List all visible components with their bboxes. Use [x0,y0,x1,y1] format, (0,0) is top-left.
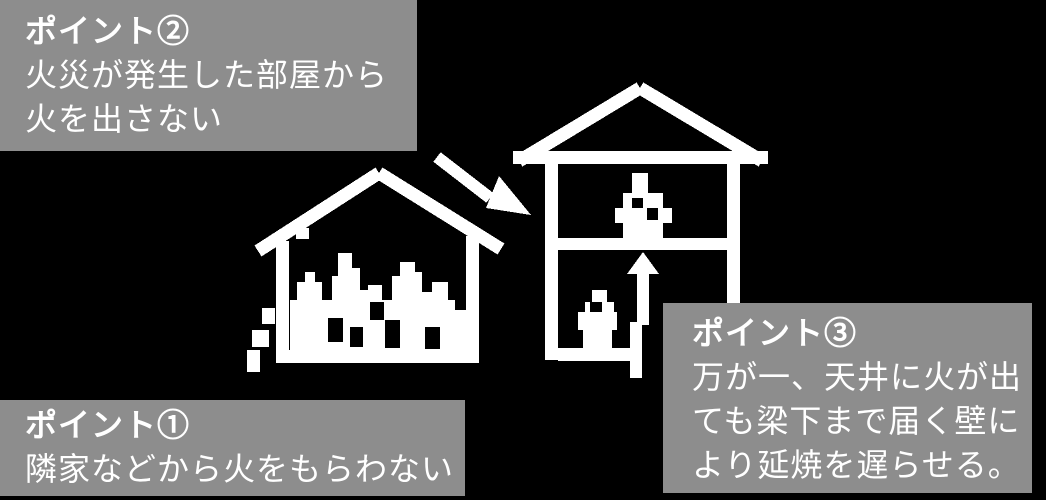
right-house-roof-right [636,82,766,167]
flame-lower-icon [578,290,617,348]
ceiling-arrow-shaft-upper [637,270,649,325]
right-house-roof-left [515,82,644,167]
flame-lower-notch [590,302,602,312]
burning-house-icon [247,167,505,372]
point1-line: 隣家などから火をもらわない [25,451,455,487]
flame-wisp [262,308,275,324]
right-house-eave-bar [513,151,768,164]
flame-spark [296,228,309,239]
point2-line: 火災が発生した部屋から [25,57,389,93]
ceiling-arrow-shaft-lower [630,322,642,378]
ceiling-arrow-icon [627,252,659,378]
point1-title: ポイント① [25,407,191,443]
two-story-house-icon [513,82,768,378]
spread-arrow-shaft [433,152,494,203]
flame-upper-icon [615,173,672,238]
flame-upper-notches [632,198,658,220]
point3-title: ポイント③ [692,315,858,351]
flame-wisp [252,330,269,347]
left-house-left-wall [276,241,289,362]
left-house-right-wall [466,236,479,362]
point3-line: より延焼を遅らせる。 [692,447,1021,483]
right-house-ground-floor [558,348,638,361]
left-house-floor [276,350,479,363]
spread-arrow-head [486,176,531,215]
point2-title: ポイント② [25,13,191,49]
point3-panel: ポイント③ 万が一、天井に火が出 ても梁下まで届く壁に より延焼を遅らせる。 [663,303,1032,493]
point2-panel: ポイント② 火災が発生した部屋から 火を出さない [0,0,417,151]
right-house-left-wall [545,164,558,360]
fire-spread-arrow-icon [433,152,531,215]
left-house-roof-left [254,167,383,257]
left-house-roof-right [375,167,505,255]
flame-wisp [247,350,260,372]
point3-line: ても梁下まで届く壁に [692,403,1021,439]
right-house-mid-floor [552,238,740,250]
ceiling-arrow-head [627,252,659,274]
point2-line: 火を出さない [25,101,224,137]
flame-notches [328,302,440,349]
point1-panel: ポイント① 隣家などから火をもらわない [0,400,465,496]
point3-line: 万が一、天井に火が出 [692,359,1023,395]
